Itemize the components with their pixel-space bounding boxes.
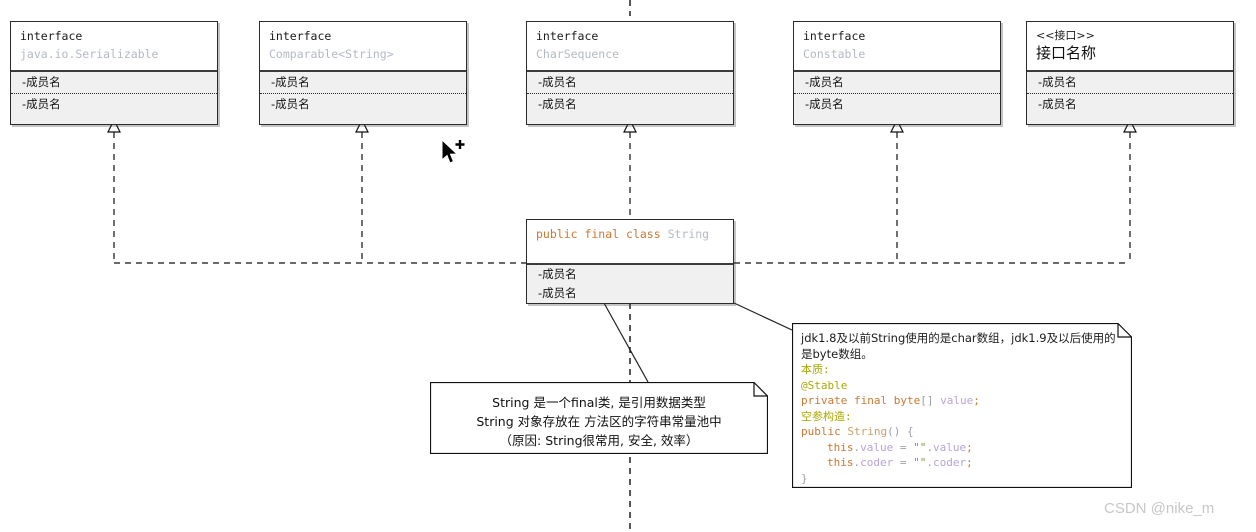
interface-stereotype: interface xyxy=(803,29,866,43)
interface-name: 接口名称 xyxy=(1036,44,1097,62)
interface-header-serializable: interface java.io.Serializable xyxy=(11,22,217,72)
watermark-text: CSDN @nike_m xyxy=(1104,500,1215,517)
member-row: -成员名 xyxy=(1038,97,1077,111)
mouse-cursor-icon xyxy=(438,138,470,175)
note-body: String 是一个final类, 是引用数据类型 String 对象存放在 方… xyxy=(430,382,768,454)
interface-box-generic[interactable]: <<接口>> 接口名称 -成员名 -成员名 xyxy=(1026,21,1234,125)
member-row: -成员名 xyxy=(11,72,217,94)
interface-header-charsequence: interface CharSequence xyxy=(527,22,733,72)
ctor-parens: () xyxy=(887,425,901,438)
member-row: -成员名 xyxy=(805,97,844,111)
interface-members-comparable: -成员名 -成员名 xyxy=(260,72,466,124)
interface-members-charsequence: -成员名 -成员名 xyxy=(527,72,733,124)
interface-stereotype: <<接口>> xyxy=(1036,29,1095,42)
prop-value: value xyxy=(860,440,894,454)
interface-name: Constable xyxy=(803,47,866,61)
interface-stereotype: interface xyxy=(269,29,332,43)
kw-public: public xyxy=(801,425,841,438)
note-shape xyxy=(792,323,1132,488)
semicolon: ; xyxy=(966,456,973,469)
interface-box-serializable[interactable]: interface java.io.Serializable -成员名 -成员名 xyxy=(10,21,218,125)
kw-private: private xyxy=(801,394,848,407)
note-annotation-stable: @Stable xyxy=(801,378,848,392)
class-signature: public final class String xyxy=(536,227,724,242)
note-code-body: jdk1.8及以前String使用的是char数组，jdk1.9及以后使用的是b… xyxy=(792,323,1132,488)
interface-header-generic: <<接口>> 接口名称 xyxy=(1027,22,1233,72)
note-line-2: String 对象存放在 方法区的字符串常量池中 xyxy=(476,414,722,429)
member-row: -成员名 xyxy=(538,267,577,281)
semicolon: ; xyxy=(973,394,980,407)
member-row: -成员名 xyxy=(22,97,61,111)
interface-box-charsequence[interactable]: interface CharSequence -成员名 -成员名 xyxy=(526,21,734,125)
note-anchor-left xyxy=(603,302,649,383)
prop-tail: coder xyxy=(933,456,967,469)
interface-name: Comparable<String> xyxy=(269,47,394,61)
note-ctor-body-line: this.coder = "".coder; xyxy=(801,455,1123,471)
field-value: value xyxy=(940,394,974,407)
prop-tail: value xyxy=(933,440,967,454)
interface-stereotype: interface xyxy=(536,29,599,43)
interface-members-generic: -成员名 -成员名 xyxy=(1027,72,1233,124)
prop-coder: coder xyxy=(860,456,894,469)
string-literal: "" xyxy=(913,440,927,454)
kw-this: this xyxy=(827,456,854,469)
dot: . xyxy=(853,456,861,469)
note-label-essence: 本质: xyxy=(801,363,830,376)
note-ctor-body-line: this.value = "".value; xyxy=(801,440,1123,456)
note-ctor-signature: public String() { xyxy=(801,424,1123,440)
class-members-string: -成员名 -成员名 xyxy=(527,265,733,303)
interface-box-constable[interactable]: interface Constable -成员名 -成员名 xyxy=(793,21,1001,125)
note-string-implementation[interactable]: jdk1.8及以前String使用的是char数组，jdk1.9及以后使用的是b… xyxy=(792,323,1132,488)
interface-members-serializable: -成员名 -成员名 xyxy=(11,72,217,124)
member-row: -成员名 xyxy=(538,97,577,111)
member-row: -成员名 xyxy=(1027,72,1233,94)
note-anchor-code xyxy=(733,302,793,331)
interface-stereotype: interface xyxy=(20,29,83,43)
interface-header-comparable: interface Comparable<String> xyxy=(260,22,466,72)
assign-op: = xyxy=(893,456,914,469)
interface-header-constable: interface Constable xyxy=(794,22,1000,72)
assign-op: = xyxy=(893,440,914,454)
note-paragraph: jdk1.8及以前String使用的是char数组，jdk1.9及以后使用的是b… xyxy=(801,331,1116,361)
ctor-type-string: String xyxy=(847,425,888,438)
note-line-3: （原因: String很常用, 安全, 效率） xyxy=(499,433,699,448)
member-row: -成员名 xyxy=(527,72,733,94)
note-line-1: String 是一个final类, 是引用数据类型 xyxy=(492,395,706,410)
member-row: -成员名 xyxy=(271,97,310,111)
kw-byte: byte xyxy=(893,394,921,407)
kw-final: final xyxy=(853,394,888,407)
interface-name: java.io.Serializable xyxy=(20,47,159,61)
interface-name: CharSequence xyxy=(536,47,620,61)
member-row: -成员名 xyxy=(538,286,577,300)
array-brackets: [] xyxy=(920,394,934,407)
note-string-explanation[interactable]: String 是一个final类, 是引用数据类型 String 对象存放在 方… xyxy=(430,382,768,454)
class-header-string: public final class String xyxy=(527,220,733,265)
open-brace: { xyxy=(907,425,914,438)
class-modifiers: public final class xyxy=(536,227,661,241)
semicolon: ; xyxy=(966,440,973,454)
dot: . xyxy=(853,440,861,454)
interface-box-comparable[interactable]: interface Comparable<String> -成员名 -成员名 xyxy=(259,21,467,125)
string-literal: "" xyxy=(913,456,927,469)
interface-members-constable: -成员名 -成员名 xyxy=(794,72,1000,124)
dot: . xyxy=(926,456,933,469)
note-field-declaration: private final byte[] value; xyxy=(801,393,1123,409)
note-shape xyxy=(430,382,768,454)
member-row: -成员名 xyxy=(794,72,1000,94)
note-close-brace: } xyxy=(801,471,808,485)
dot: . xyxy=(926,440,933,454)
class-box-string[interactable]: public final class String -成员名 -成员名 xyxy=(526,219,734,304)
note-label-ctor: 空参构造: xyxy=(801,409,852,423)
member-row: -成员名 xyxy=(260,72,466,94)
cursor-arrow-plus-icon xyxy=(441,138,465,164)
class-name: String xyxy=(667,227,710,241)
kw-this: this xyxy=(827,440,854,454)
